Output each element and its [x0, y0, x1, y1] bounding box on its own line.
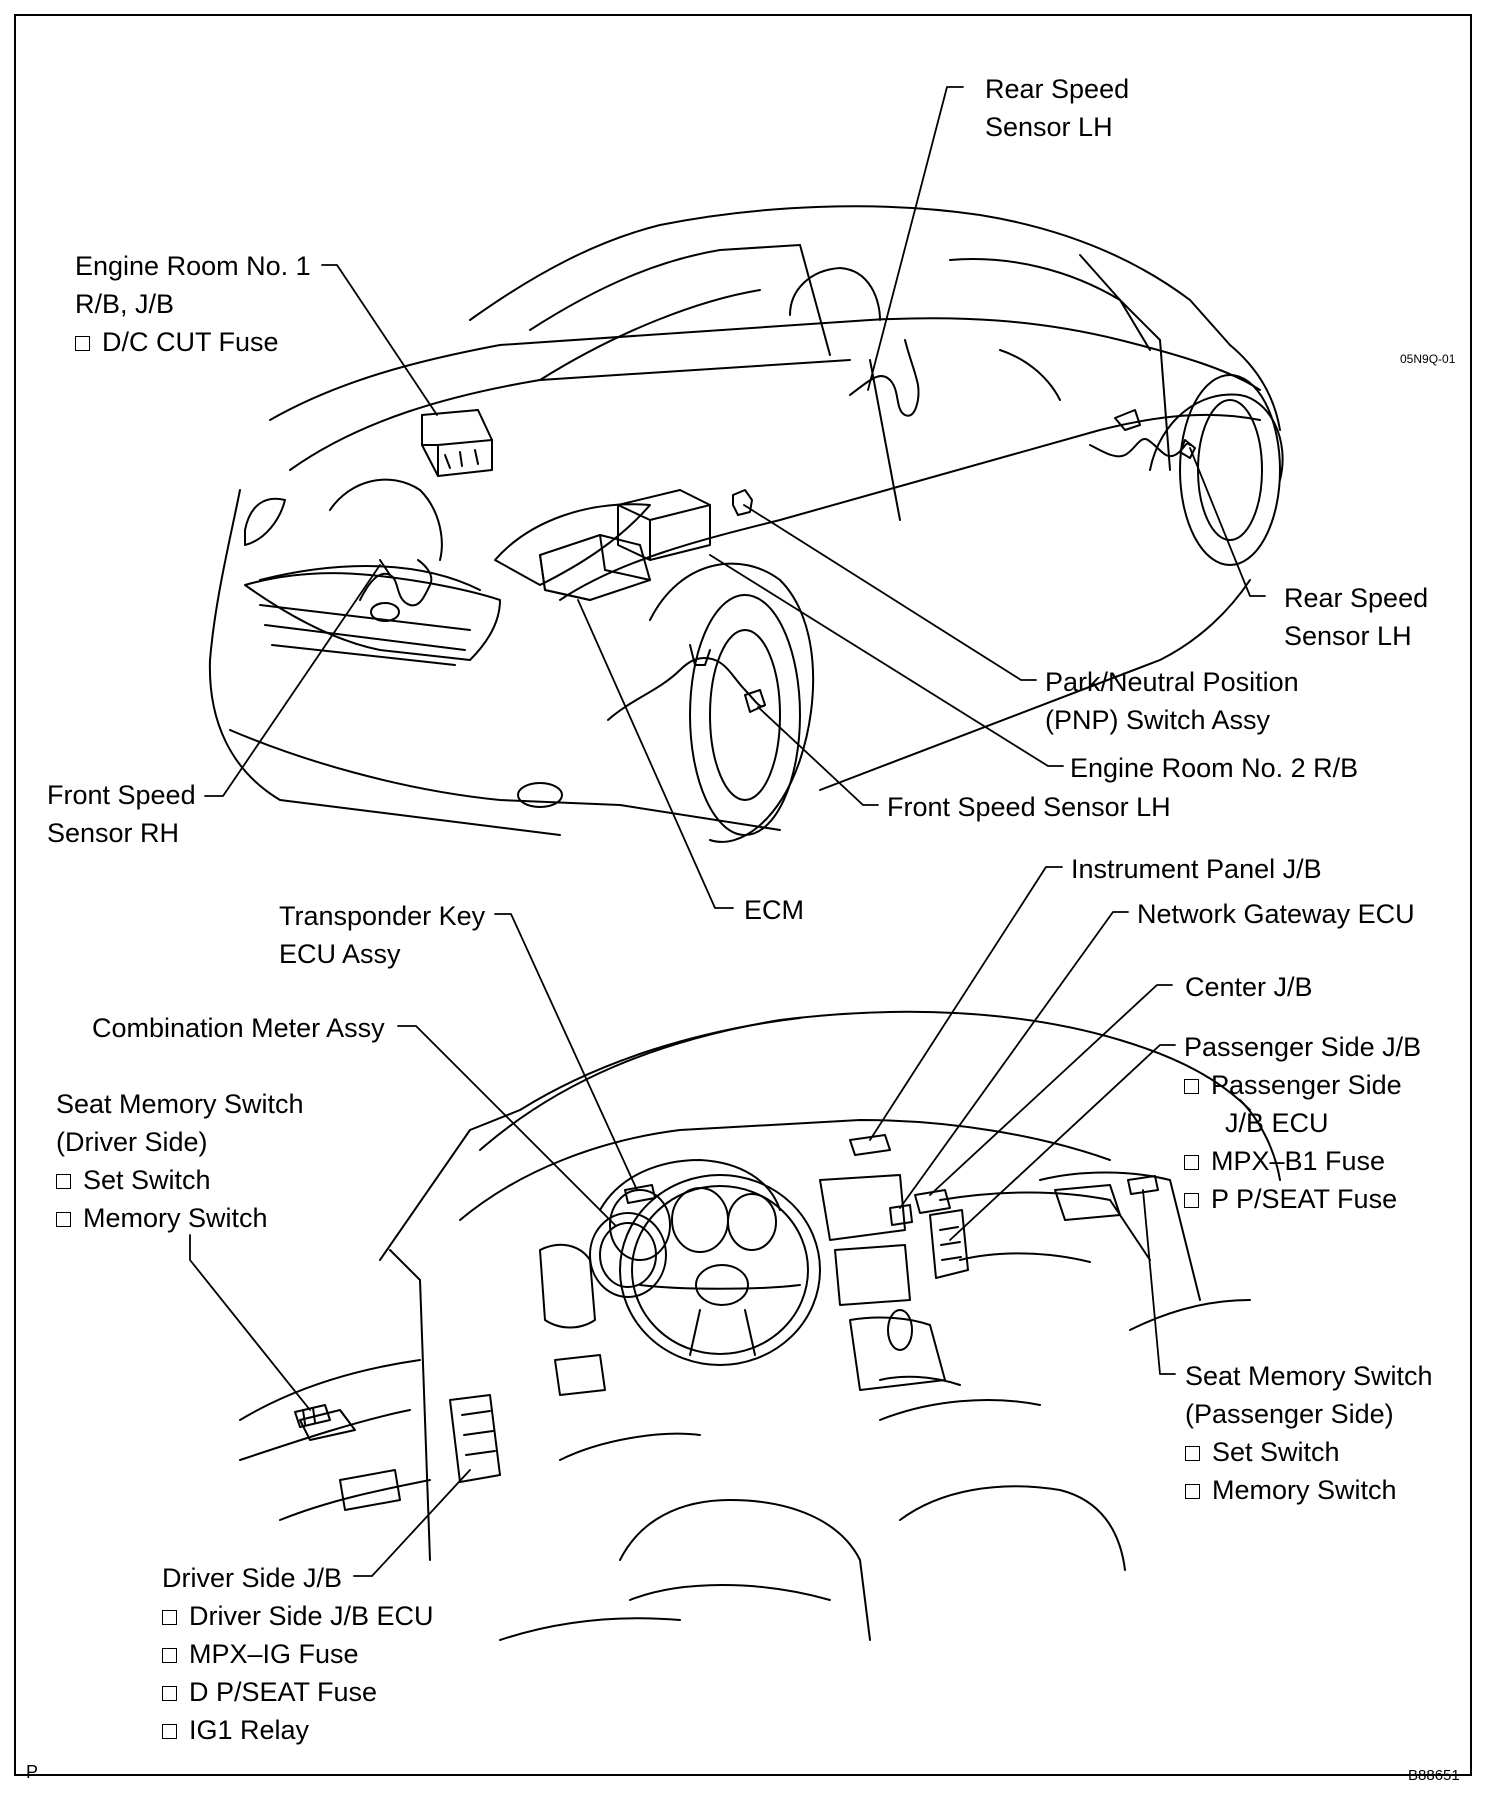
label-combination-meter: Combination Meter Assy — [92, 1013, 385, 1043]
label-line: J/B ECU — [1225, 1108, 1329, 1138]
label-rear-speed-sensor-lh-top: Rear Speed Sensor LH — [985, 70, 1129, 146]
label-seat-memory-switch-driver: Seat Memory Switch (Driver Side) Set Swi… — [56, 1085, 304, 1237]
label-line: Rear Speed — [1284, 583, 1429, 613]
label-line: Sensor RH — [47, 818, 180, 848]
interior-components — [294, 1134, 1159, 1483]
label-engine-room-no2: Engine Room No. 2 R/B — [1070, 753, 1359, 783]
checkbox-item: MPX–IG Fuse — [162, 1635, 434, 1673]
label-rear-speed-sensor-lh-right: Rear Speed Sensor LH — [1284, 579, 1428, 655]
checkbox-item: P P/SEAT Fuse — [1184, 1180, 1421, 1218]
label-line: Seat Memory Switch — [56, 1089, 304, 1119]
label-instrument-panel-jb: Instrument Panel J/B — [1071, 854, 1322, 884]
label-line: Driver Side J/B — [162, 1563, 343, 1593]
label-line: Engine Room No. 1 — [75, 251, 311, 281]
drawing-number: B88651 — [1408, 1767, 1460, 1784]
checkbox-item: Set Switch — [1185, 1433, 1433, 1471]
label-line: ECU Assy — [279, 939, 401, 969]
label-line: (Passenger Side) — [1185, 1399, 1394, 1429]
car-illustration — [208, 205, 1284, 843]
label-line: Rear Speed — [985, 74, 1130, 104]
label-front-speed-sensor-rh: Front Speed Sensor RH — [47, 776, 196, 852]
interior-illustration — [239, 1010, 1281, 1641]
label-line: Seat Memory Switch — [1185, 1361, 1433, 1391]
label-front-speed-sensor-lh: Front Speed Sensor LH — [887, 792, 1171, 822]
label-transponder-key-ecu: Transponder Key ECU Assy — [279, 897, 485, 973]
checkbox-item: IG1 Relay — [162, 1711, 434, 1749]
label-line: Passenger Side J/B — [1184, 1032, 1422, 1062]
label-network-gateway-ecu: Network Gateway ECU — [1137, 899, 1415, 929]
page-letter: P — [26, 1762, 39, 1782]
label-seat-memory-switch-passenger: Seat Memory Switch (Passenger Side) Set … — [1185, 1357, 1433, 1509]
leader-lines — [189, 86, 1266, 1577]
label-engine-room-no1: Engine Room No. 1 R/B, J/B D/C CUT Fuse — [75, 247, 311, 361]
figure-code: 05N9Q-01 — [1400, 352, 1456, 366]
label-pnp-switch: Park/Neutral Position (PNP) Switch Assy — [1045, 663, 1299, 739]
label-ecm: ECM — [744, 895, 804, 925]
label-passenger-side-jb: Passenger Side J/B Passenger Side J/B EC… — [1184, 1028, 1421, 1218]
checkbox-item: Passenger Side — [1184, 1066, 1421, 1104]
label-center-jb: Center J/B — [1185, 972, 1313, 1002]
checkbox-item: D P/SEAT Fuse — [162, 1673, 434, 1711]
checkbox-item: Driver Side J/B ECU — [162, 1597, 434, 1635]
car-components — [359, 339, 1196, 721]
checkbox-item: Memory Switch — [1185, 1471, 1433, 1509]
diagram-frame — [14, 14, 1472, 1776]
label-line: Sensor LH — [985, 112, 1113, 142]
checkbox-item: Set Switch — [56, 1161, 304, 1199]
label-driver-side-jb: Driver Side J/B Driver Side J/B ECU MPX–… — [162, 1559, 434, 1749]
checkbox-item: Memory Switch — [56, 1199, 304, 1237]
label-line: (PNP) Switch Assy — [1045, 705, 1271, 735]
label-line: Transponder Key — [279, 901, 486, 931]
checkbox-item: MPX–B1 Fuse — [1184, 1142, 1421, 1180]
label-line: R/B, J/B — [75, 289, 175, 319]
label-line: Sensor LH — [1284, 621, 1412, 651]
label-line: Front Speed — [47, 780, 196, 810]
label-line: (Driver Side) — [56, 1127, 208, 1157]
label-line: Park/Neutral Position — [1045, 667, 1299, 697]
checkbox-item: D/C CUT Fuse — [75, 323, 311, 361]
